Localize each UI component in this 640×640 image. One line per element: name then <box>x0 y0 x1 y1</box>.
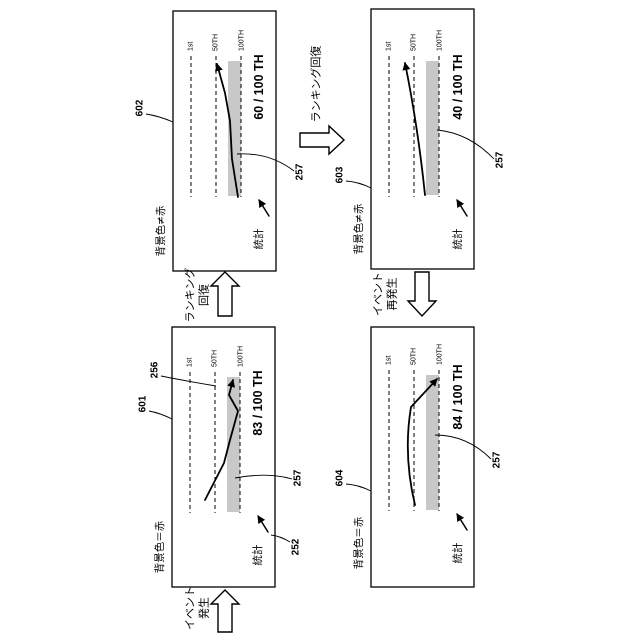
transition-ranking-recovery-1: ランキング 回復 <box>183 268 240 323</box>
rank-tick-label-50th: 50TH <box>213 34 220 51</box>
screen-ref-number: 602 <box>135 99 146 116</box>
transition-event: イベント 発生 <box>184 586 240 632</box>
transition-ranking-recovery-label-line-2: 回復 <box>198 284 211 306</box>
transition-event-arrow <box>211 590 239 632</box>
screen-602: 背景色≠赤 1st 50TH 100TH 60 / 100 TH 統計 602 … <box>135 11 306 271</box>
stats-label: 統計 <box>252 228 265 249</box>
transition-ranking-recovery-label: ランキング回復 <box>309 46 323 123</box>
transition-ranking-recovery-arrow <box>211 272 239 316</box>
rank-value-label: 60 / 100 TH <box>252 54 266 119</box>
rank-tick-label-1st: 1st <box>187 358 194 367</box>
rank-tick-label-1st: 1st <box>386 356 393 365</box>
transition-ranking-recovery-2: ランキング回復 <box>300 46 344 154</box>
screen-603: 背景色≠赤 1st 50TH 100TH 40 / 100 TH 統計 603 … <box>335 9 506 269</box>
rank-range-bar <box>426 375 439 510</box>
screen-ref-leader <box>346 484 371 491</box>
screen-604: 背景色＝赤 1st 50TH 100TH 84 / 100 TH 統計 604 … <box>335 327 503 587</box>
screen-601: 背景色＝赤 1st 50TH 100TH 83 / 100 TH 統計 601 … <box>138 327 304 587</box>
screen-ref-leader <box>146 114 173 122</box>
line-ref-number: 256 <box>150 361 161 378</box>
rank-tick-label-1st: 1st <box>188 42 195 51</box>
screen-ref-number: 601 <box>138 395 149 412</box>
rank-tick-label-100th: 100TH <box>437 344 444 365</box>
bar-ref-number: 257 <box>293 469 304 486</box>
screen-ref-leader <box>149 411 172 419</box>
transition-event-reoccur-label-line-1: イベント <box>372 272 385 316</box>
stats-ref-number: 252 <box>291 538 302 555</box>
rank-tick-label-100th: 100TH <box>239 30 246 51</box>
rank-range-bar <box>426 61 439 195</box>
background-condition-label: 背景色＝赤 <box>352 516 365 569</box>
rank-value-label: 84 / 100 TH <box>451 364 465 429</box>
screen-ref-number: 604 <box>335 469 346 486</box>
transition-event-label-line-2: 発生 <box>197 597 211 619</box>
bar-ref-number: 257 <box>492 451 503 468</box>
stats-label: 統計 <box>451 228 464 249</box>
transition-event-reoccur-arrow <box>408 272 436 316</box>
transition-event-label-line-1: イベント <box>184 586 197 630</box>
bar-ref-number: 257 <box>495 151 506 168</box>
transition-event-reoccur-label-line-2: 再発生 <box>385 278 399 311</box>
transition-event-reoccur: イベント 再発生 <box>372 272 437 316</box>
rank-tick-label-50th: 50TH <box>212 350 219 367</box>
rank-tick-label-50th: 50TH <box>411 348 418 365</box>
rank-tick-label-1st: 1st <box>386 42 393 51</box>
rank-value-label: 40 / 100 TH <box>451 54 465 119</box>
transition-ranking-recovery-arrow <box>300 126 344 154</box>
rank-tick-label-100th: 100TH <box>238 346 245 367</box>
background-condition-label: 背景色≠赤 <box>352 203 365 254</box>
rank-tick-label-100th: 100TH <box>437 30 444 51</box>
rank-value-label: 83 / 100 TH <box>251 370 265 435</box>
rank-tick-label-50th: 50TH <box>411 34 418 51</box>
background-condition-label: 背景色≠赤 <box>154 205 167 256</box>
stats-label: 統計 <box>251 544 264 565</box>
stats-label: 統計 <box>451 542 464 563</box>
screen-ref-leader <box>346 181 371 188</box>
transition-ranking-recovery-label-line-1: ランキング <box>183 268 197 323</box>
bar-ref-number: 257 <box>295 163 306 180</box>
background-condition-label: 背景色＝赤 <box>153 520 166 573</box>
screen-ref-number: 603 <box>335 166 346 183</box>
